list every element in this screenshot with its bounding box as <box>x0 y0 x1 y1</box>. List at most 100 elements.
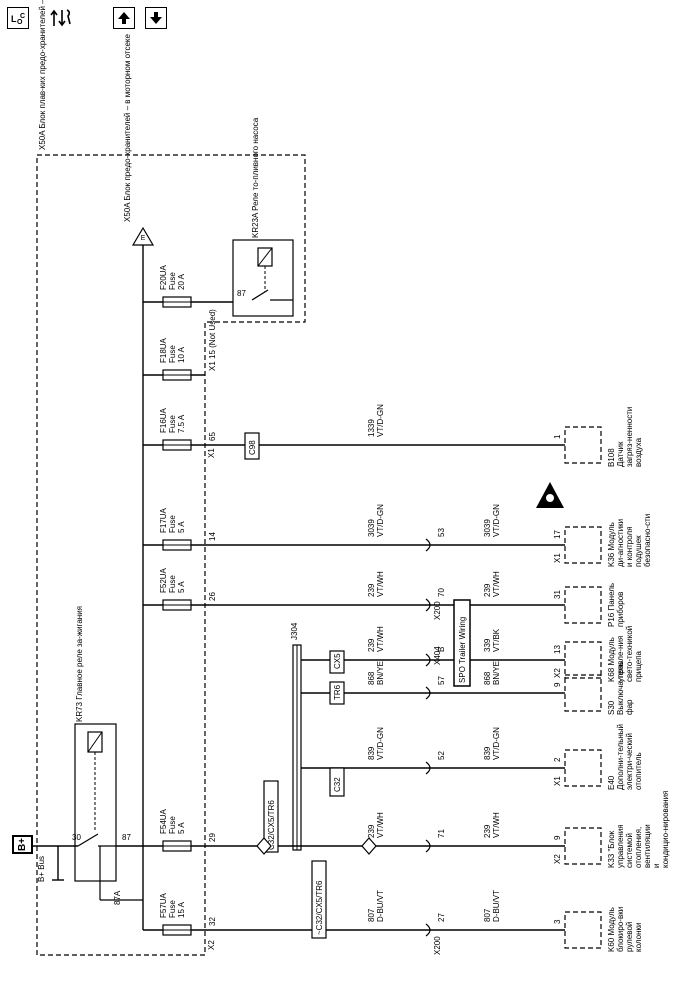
module-name-label: загряз-ненности <box>625 407 634 467</box>
wire-color-label: D-BU/VT <box>492 890 501 922</box>
fuse-word-label: Fuse <box>168 575 177 593</box>
svg-text:J304: J304 <box>290 622 299 640</box>
connector-pin-label: 27 <box>437 913 446 922</box>
module-pin-label: 9 <box>553 835 562 840</box>
wire-circuit-label: 1339 <box>367 419 376 437</box>
x50a-title: X50A Блок плав-ких предо-хранителей – в … <box>38 0 47 150</box>
connector-pin-icon <box>425 538 431 552</box>
svg-text:87: 87 <box>122 833 131 842</box>
x200-label-top: X200 <box>433 601 442 620</box>
x404-label: X404 <box>433 646 442 665</box>
module-pin-label: 13 <box>553 645 562 654</box>
wire-circuit-label: 239 <box>367 638 376 652</box>
module-box <box>564 749 602 787</box>
module-name-label: колонки <box>634 923 643 952</box>
connector-pin-label: 70 <box>437 588 446 597</box>
module-name-label: подушек <box>634 535 643 567</box>
module-name-label: и контроля <box>625 526 634 567</box>
spo-trailer-label: SPO Trailer Wiring <box>458 617 467 683</box>
svg-text:30: 30 <box>72 833 81 842</box>
module-connector-label: X1 <box>553 553 562 563</box>
wire-circuit-label: 239 <box>367 824 376 838</box>
wire-color-label: VT/WH <box>376 812 385 838</box>
wire-color-label: VT/BK <box>492 628 501 652</box>
wire-circuit-label: 807 <box>483 908 492 922</box>
scroll-up-button[interactable] <box>113 7 135 29</box>
fuse-pin-label: 32 <box>208 917 217 926</box>
module-name-label: кондицио-нирования <box>661 791 670 868</box>
svg-text:C: C <box>20 13 25 20</box>
fuse-rating-label: 5 A <box>177 822 186 834</box>
connector-pin-label: B <box>437 647 446 652</box>
wire-circuit-label: 868 <box>483 671 492 685</box>
module-connector-label: X2 <box>553 668 562 678</box>
fuse-word-label: Fuse <box>168 345 177 363</box>
module-name-label: P16 Панель <box>607 583 616 627</box>
module-name-label: S30 <box>607 700 616 715</box>
module-pin-label: 17 <box>553 530 562 539</box>
svg-text:O: O <box>17 19 23 26</box>
module-pin-label: 1 <box>553 434 562 439</box>
svg-text:L: L <box>11 14 17 24</box>
fuse-block-outline <box>36 154 306 956</box>
kr73-label: KR73 Главное реле за-жигания <box>75 606 84 722</box>
module-name-label: воздуха <box>634 437 643 467</box>
wire-circuit-label: 807 <box>367 908 376 922</box>
junction-diamond <box>361 837 377 855</box>
module-name-label: управле-ния <box>616 636 625 682</box>
kr73-relay-box <box>74 723 117 882</box>
spo-trailer-box <box>453 599 471 687</box>
e-terminal-icon <box>131 226 155 246</box>
fuse-word-label: Fuse <box>168 900 177 918</box>
module-name-label: свето-техникой <box>625 626 634 682</box>
wire-color-label: VT/D-GN <box>492 727 501 760</box>
fuse-id-label: F52UA <box>159 567 168 593</box>
module-box <box>564 911 602 949</box>
wiring-trace-button[interactable] <box>50 6 72 30</box>
bplus-label: B+ <box>17 838 28 851</box>
fuse-rating-label: 10 A <box>177 346 186 363</box>
module-name-label: K36 Модуль <box>607 522 616 567</box>
fuse-rating-label: 5 A <box>177 521 186 533</box>
fuse-id-label: F54UA <box>159 808 168 834</box>
wire-color-label: BN/YE <box>376 661 385 685</box>
wire-color-label: BN/YE <box>492 661 501 685</box>
scroll-down-button[interactable] <box>145 7 167 29</box>
module-name-label: и <box>652 864 661 868</box>
module-pin-label: 9 <box>553 682 562 687</box>
module-name-label: фар <box>625 699 634 715</box>
svg-text:C32: C32 <box>333 777 342 792</box>
module-name-label: E40 <box>607 775 616 790</box>
module-name-label: управления <box>616 824 625 868</box>
wire-color-label: VT/WH <box>376 571 385 597</box>
arrow-down-icon <box>150 12 162 24</box>
fuse-word-label: Fuse <box>168 816 177 834</box>
wire-circuit-label: 3039 <box>367 519 376 537</box>
connector-pin-icon <box>425 761 431 775</box>
x200-label: X200 <box>433 936 442 955</box>
kr23a-label: KR23A Реле то-пливного насоса <box>251 117 260 238</box>
wire-circuit-label: 3039 <box>483 519 492 537</box>
module-box <box>564 674 602 712</box>
wire-color-label: VT/WH <box>492 571 501 597</box>
connector-pin-label: 52 <box>437 751 446 760</box>
fuse-word-label: Fuse <box>168 415 177 433</box>
svg-text:CX5: CX5 <box>333 653 342 669</box>
connector-pin-icon <box>425 686 431 700</box>
connector-pin-label: 71 <box>437 829 446 838</box>
fuse-rating-label: 20 A <box>177 273 186 290</box>
module-name-label: Выключа-тель <box>616 662 625 715</box>
svg-text:X2: X2 <box>207 940 216 950</box>
svg-text:TR6: TR6 <box>333 684 342 700</box>
fuse-id-label: F20UA <box>159 264 168 290</box>
wire-color-label: VT/WH <box>492 812 501 838</box>
connector-pin-label: 53 <box>437 528 446 537</box>
wire-circuit-label: 868 <box>367 671 376 685</box>
fuse-pin-label: 14 <box>208 532 217 541</box>
module-name-label: отопитель <box>634 752 643 790</box>
fuse-word-label: Fuse <box>168 515 177 533</box>
wire-color-label: VT/D-GN <box>376 404 385 437</box>
